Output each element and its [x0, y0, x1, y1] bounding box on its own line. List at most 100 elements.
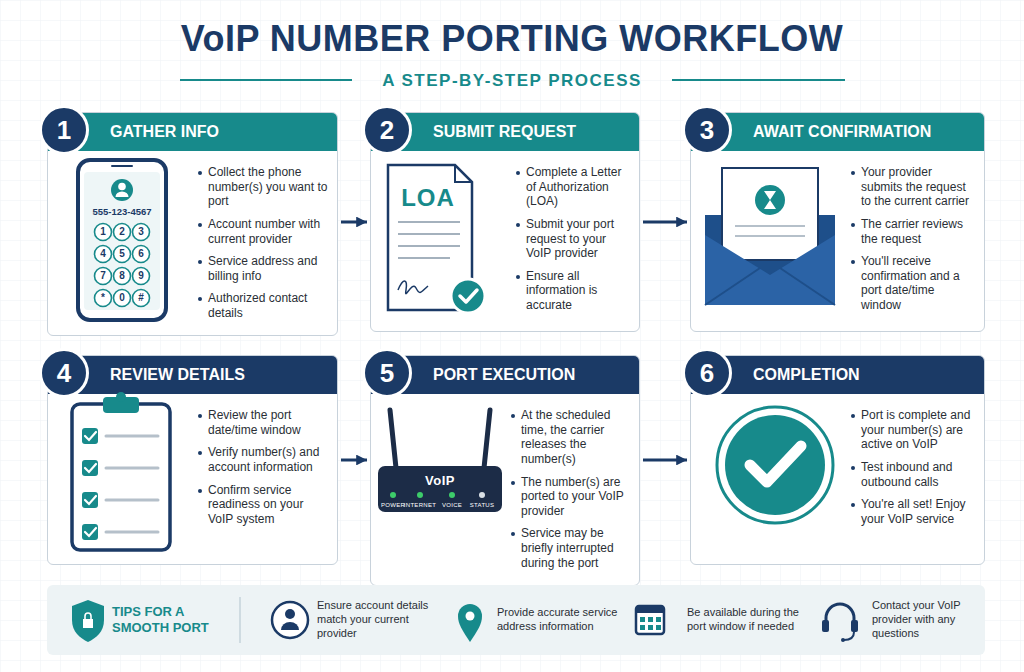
tips-icons-part	[285, 609, 295, 619]
router-label: VoIP	[425, 474, 455, 487]
clipboard-icon-part	[82, 428, 98, 540]
subtitle-rule-part	[180, 79, 352, 81]
loa-document-part	[398, 222, 460, 258]
tip-text: Contact your VoIP provider with any ques…	[872, 599, 977, 640]
tips-icons-part	[851, 620, 858, 632]
number-holder: 6	[682, 348, 732, 398]
envelope-icon-part	[722, 168, 818, 260]
flow-arrow	[643, 221, 687, 224]
header-holder: REVIEW DETAILS	[110, 356, 329, 394]
key-digit: 5	[119, 249, 125, 259]
bullet-list: Your provider submits the request to the…	[851, 165, 976, 321]
tips-icons-part	[822, 620, 829, 632]
phone-icon-part-part	[114, 268, 131, 285]
bullet-text: You're all set! Enjoy your VoIP service	[851, 497, 976, 526]
clipboard-icon-part-part	[82, 460, 98, 476]
envelope-icon-part	[735, 235, 805, 237]
tip-holder: Ensure account details match your curren…	[317, 585, 442, 655]
phone-icon-part	[84, 172, 160, 310]
loa-document-part-part	[398, 221, 460, 223]
bullet-text: At the scheduled time, the carrier relea…	[511, 408, 631, 467]
bullet-text: Collect the phone number(s) you want to …	[198, 165, 329, 209]
number-holder: 4	[39, 348, 89, 398]
label-holder: 2	[119, 227, 125, 237]
tips-icons-part	[826, 604, 854, 624]
router-icon	[378, 410, 502, 512]
number-holder: 2	[362, 105, 412, 155]
tips-icons-part	[72, 600, 104, 642]
bullet-text: Confirm service readiness on your VoIP s…	[198, 483, 329, 527]
clipboard-icon-part-part	[106, 531, 158, 534]
clipboard-icon-part-part	[106, 499, 158, 502]
bullet-text: Service may be briefly interrupted durin…	[511, 526, 631, 570]
bullet-text: The number(s) are ported to your VoIP pr…	[511, 475, 631, 519]
key-digit: 1	[100, 227, 106, 237]
clipboard-icon-part-part	[82, 428, 98, 444]
phone-icon-part-part	[114, 290, 131, 307]
tips-icons-part	[640, 617, 661, 630]
tips-icons-part	[636, 606, 664, 634]
key-digit: 3	[138, 227, 144, 237]
tips-icons-part	[466, 612, 475, 621]
tips-icons	[72, 597, 858, 643]
document-title: LOA	[401, 186, 455, 210]
envelope-icon-part	[705, 268, 835, 305]
label-holder: 0	[119, 293, 125, 303]
phone-icon-part-part	[114, 246, 131, 263]
clipboard-icon-part	[85, 432, 96, 536]
key-digit: 2	[119, 227, 125, 237]
flow-arrow	[341, 459, 367, 462]
bullet-text: Account number with current provider	[198, 217, 329, 246]
phone-number: 555-123-4567	[92, 207, 151, 217]
label-holder: 3	[138, 227, 144, 237]
bullet-text: Verify number(s) and account information	[198, 445, 329, 474]
phone-icon	[78, 160, 166, 320]
tips-icons-part-part	[656, 625, 661, 630]
number-holder: 3	[682, 105, 732, 155]
clipboard-icon-part	[72, 404, 170, 550]
header-holder: COMPLETION	[753, 356, 976, 394]
subtitle-rule-part	[672, 79, 845, 81]
label-holder: POWER	[381, 502, 405, 508]
step-heading: GATHER INFO	[110, 123, 219, 141]
label-holder: VOICE	[442, 502, 462, 508]
bullet-text: Your provider submits the request to the…	[851, 165, 976, 209]
router-icon-part	[417, 492, 423, 498]
step-number: 5	[362, 348, 412, 398]
label-holder: 4	[100, 249, 106, 259]
step-number: 3	[682, 105, 732, 155]
bullet-text: Complete a Letter of Authorization (LOA)	[516, 165, 631, 209]
clipboard-icon-part-part	[106, 467, 158, 470]
label-holder: 5	[119, 249, 125, 259]
phone-icon-part	[112, 165, 132, 167]
phone-icon-part-part	[133, 268, 150, 285]
step-number: 2	[362, 105, 412, 155]
bullet-text: Service address and billing info	[198, 254, 329, 283]
tip-holder: Provide accurate service address informa…	[497, 585, 622, 655]
phone-icon-part	[118, 183, 126, 191]
led-label: STATUS	[470, 502, 495, 508]
flow-arrow	[341, 221, 367, 224]
check-badge-part	[750, 446, 801, 482]
label-holder: VoIP	[425, 474, 455, 487]
phone-icon-part	[116, 192, 129, 197]
check-badge-part	[725, 415, 825, 515]
label-holder: A STEP-BY-STEP PROCESS	[382, 72, 642, 89]
tips-icons-part	[239, 597, 241, 643]
tips-icons-part	[841, 638, 845, 642]
step-heading: REVIEW DETAILS	[110, 366, 245, 384]
label-holder: #	[138, 293, 144, 303]
router-icon-part	[479, 492, 485, 498]
clipboard-icon-part-part	[82, 492, 98, 508]
envelope-icon-part	[705, 235, 835, 305]
loa-document-part-part	[398, 257, 450, 259]
bullet-text: Review the port date/time window	[198, 408, 329, 437]
tips-band: TIPS FOR A SMOOTH PORTEnsure account det…	[47, 585, 985, 655]
label-holder: 8	[119, 271, 125, 281]
step-heading: COMPLETION	[753, 366, 860, 384]
tip-holder: Contact your VoIP provider with any ques…	[872, 585, 977, 655]
label-holder: 9	[138, 271, 144, 281]
bullet-text: The carrier reviews the request	[851, 217, 976, 246]
page-title: VoIP NUMBER PORTING WORKFLOW	[181, 18, 844, 60]
